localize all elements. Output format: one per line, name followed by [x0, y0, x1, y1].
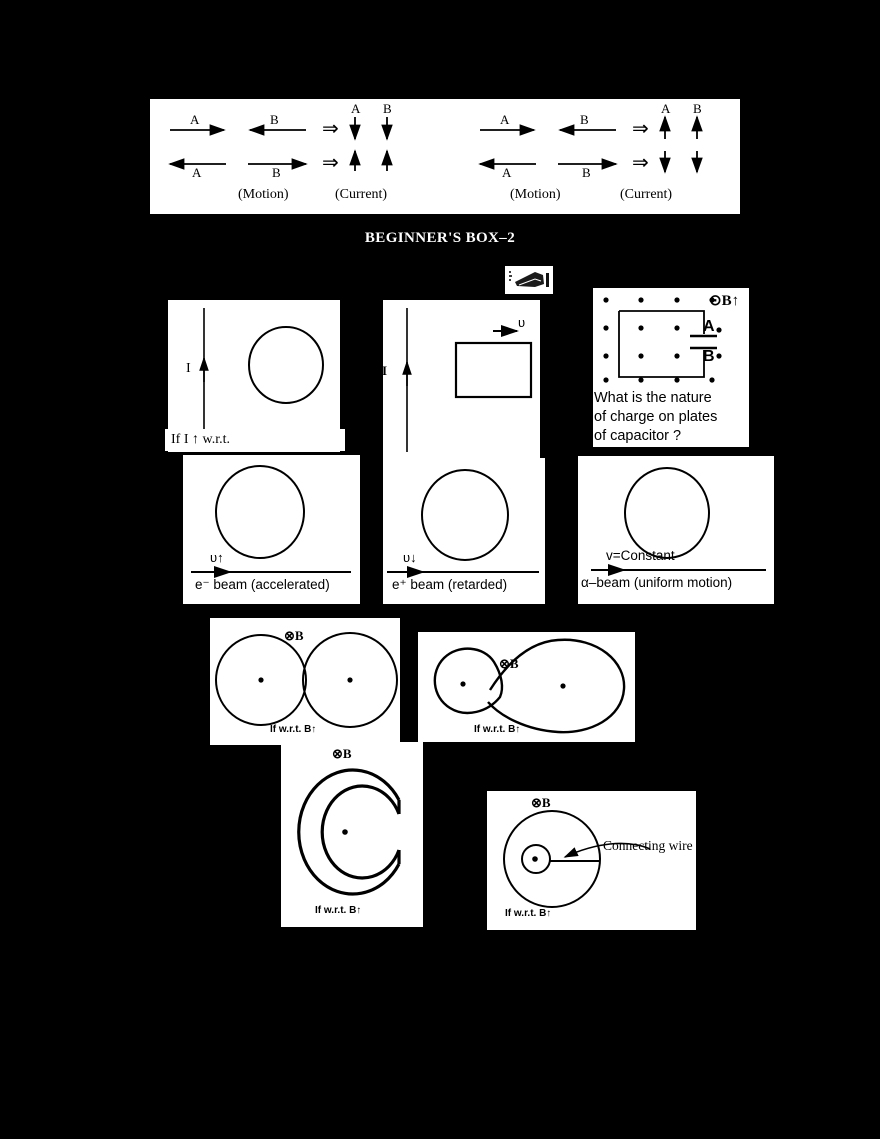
motion-label-b-r2r: B: [582, 165, 591, 180]
caption-current-left: (Current): [335, 187, 388, 202]
caption-p3: α–beam (uniform motion): [581, 575, 733, 590]
plate-b-label: B: [703, 348, 715, 365]
unequal-loops-diagram: [433, 638, 626, 734]
motion-label-b-r1r: B: [580, 112, 589, 127]
current-label-a-left: A: [351, 101, 361, 116]
panel-small-and-large-loop: ⊗B If w.r.t. B↑: [418, 632, 635, 742]
wire-rect-diagram: [402, 308, 533, 452]
motion-label-a-r2r: A: [502, 165, 512, 180]
capacitor-field-diagram: [603, 297, 722, 383]
field-label-p3: ⊙B↑: [709, 293, 740, 309]
concentric-loops-diagram: [503, 810, 651, 908]
caption-motion-left: (Motion): [238, 187, 289, 202]
panel-wire-and-rect-loop: I υ: [382, 300, 540, 460]
positron-beam-diagram: [387, 469, 539, 578]
current-label-a-right: A: [661, 101, 671, 116]
velocity-label-p2-top: υ: [518, 315, 526, 330]
caption-motion-right: (Motion): [510, 187, 561, 202]
electron-beam-diagram: [191, 465, 351, 578]
svg-text:⇒: ⇒: [632, 116, 649, 140]
caption-p2: e⁺ beam (retarded): [392, 577, 508, 592]
caption-p5: If w.r.t. B↑: [474, 724, 521, 735]
panel-two-tangent-loops: ⊗B If w.r.t. B↑: [210, 618, 400, 745]
panel-concentric-loops: ⊗B Connecting wire If w.r.t. B↑: [487, 791, 696, 930]
motion-current-diagram: ⇒ ⇒ ⇒ ⇒: [168, 115, 703, 174]
page-title: BEGINNER'S BOX–2: [364, 230, 516, 246]
field-label-p7: ⊗B: [531, 795, 551, 810]
connecting-wire-label: Connecting wire: [603, 838, 693, 853]
plate-a-label: A: [703, 318, 715, 335]
field-label-p6: ⊗B: [332, 746, 352, 761]
alpha-beam-diagram: [591, 467, 766, 576]
field-label-p5: ⊗B: [499, 656, 519, 671]
field-label-p4: ⊗B: [284, 628, 304, 643]
caption-p7: If w.r.t. B↑: [505, 908, 552, 919]
velocity-label-p3: v=Constant: [606, 548, 675, 563]
motion-label-a-r2l: A: [192, 165, 202, 180]
svg-text:⇒: ⇒: [322, 150, 339, 174]
p3-question-line1: What is the nature: [594, 390, 712, 406]
svg-text:⇒: ⇒: [322, 116, 339, 140]
motion-label-b-r2l: B: [272, 165, 281, 180]
caption-p1: e⁻ beam (accelerated): [195, 577, 330, 592]
panel-capacitor-in-field: ⊙B↑ A B What is the nature of charge on …: [593, 288, 749, 447]
caption-current-right: (Current): [620, 187, 673, 202]
p1-question-text: If I ↑ w.r.t.: [171, 432, 230, 447]
panel-p1-question-strip: If I ↑ w.r.t.: [165, 429, 345, 451]
p3-question-line2: of charge on plates: [594, 409, 718, 425]
panel-positron-beam-retarded: υ↓ e⁺ beam (retarded): [383, 458, 545, 604]
motion-label-b-r1l: B: [270, 112, 279, 127]
two-tangent-loops-diagram: [215, 632, 398, 728]
panel-wire-and-loop: I: [168, 300, 340, 452]
panel-alpha-beam-uniform: v=Constant α–beam (uniform motion): [578, 456, 774, 604]
motion-current-table: ⇒ ⇒ ⇒ ⇒ A B A B A B A B A B A B (Motion)…: [150, 99, 740, 214]
velocity-label-p1: υ↑: [210, 550, 224, 565]
current-label-b-right: B: [693, 101, 702, 116]
caption-p4: If w.r.t. B↑: [270, 724, 317, 735]
caption-p6: If w.r.t. B↑: [315, 905, 362, 916]
c-shaped-loop-diagram: [297, 768, 401, 896]
p3-question-line3: of capacitor ?: [594, 428, 682, 444]
motion-label-a-r1r: A: [500, 112, 510, 127]
velocity-label-p2: υ↓: [403, 550, 417, 565]
pointing-hand-icon: [505, 266, 553, 294]
current-label-p2: I: [382, 363, 388, 378]
svg-text:⇒: ⇒: [632, 150, 649, 174]
panel-c-shaped-loop: ⊗B If w.r.t. B↑: [281, 742, 423, 927]
panel-electron-beam-accelerated: υ↑ e⁻ beam (accelerated): [183, 455, 360, 604]
wire-loop-diagram: [199, 308, 324, 442]
motion-label-a-r1l: A: [190, 112, 200, 127]
current-label-p1: I: [186, 361, 191, 376]
current-label-b-left: B: [383, 101, 392, 116]
